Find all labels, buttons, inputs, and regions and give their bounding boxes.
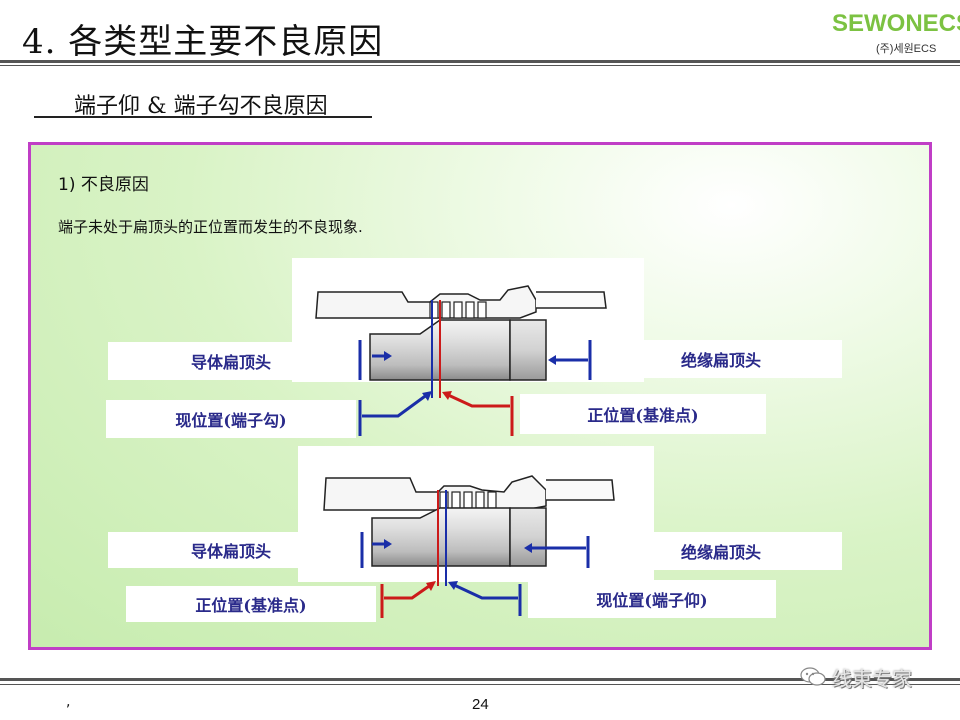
chat-bubble-icon: [800, 667, 826, 686]
page-number: 24: [472, 696, 489, 713]
bottom-label-insulation: 绝缘扁顶头: [600, 532, 842, 570]
top-insulation-crimp: [509, 319, 547, 381]
bottom-label-correct-position: 正位置(基准点): [126, 586, 376, 622]
bottom-label-conductor: 导体扁顶头: [108, 532, 354, 568]
bottom-insulation-crimp: [509, 507, 547, 567]
top-correct-pointer: [445, 392, 510, 408]
footer-note: ,: [66, 694, 71, 710]
bottom-serrations: [439, 491, 497, 509]
company-logo: SEWONECS (주)세원ECS: [832, 10, 960, 58]
section-heading: 1) 不良原因: [58, 175, 149, 195]
top-label-conductor: 导体扁顶头: [108, 342, 354, 380]
logo-subtext: (주)세원ECS: [876, 43, 937, 55]
bottom-wire-end: [546, 479, 615, 501]
logo-brand: SEWONECS: [832, 10, 960, 37]
top-wire-end: [536, 291, 607, 309]
header-rule-thick: [0, 60, 960, 63]
top-label-insulation: 绝缘扁顶头: [600, 340, 842, 378]
top-label-correct-position: 正位置(基准点): [520, 394, 766, 434]
bottom-current-pointer: [451, 582, 518, 600]
header-rule-thin: [0, 65, 960, 66]
watermark: 线束专家: [800, 662, 930, 692]
subtitle-underline: [34, 116, 372, 118]
footer-rule-thin: [0, 684, 960, 685]
watermark-text: 线束专家: [832, 666, 912, 691]
top-current-pointer: [362, 392, 429, 418]
bottom-label-current-position: 现位置(端子仰): [528, 580, 776, 618]
footer-rule-thick: [0, 678, 960, 681]
slide-title: 4. 各类型主要不良原因: [22, 22, 384, 62]
section-description: 端子未处于扁顶头的正位置而发生的不良现象.: [58, 218, 363, 236]
bottom-correct-pointer: [384, 582, 433, 600]
top-serrations: [429, 301, 487, 319]
top-label-current-position: 现位置(端子勾): [106, 400, 356, 438]
bottom-terminal-figure: [298, 446, 654, 618]
section-subtitle: 端子仰 & 端子勾不良原因: [74, 94, 328, 119]
